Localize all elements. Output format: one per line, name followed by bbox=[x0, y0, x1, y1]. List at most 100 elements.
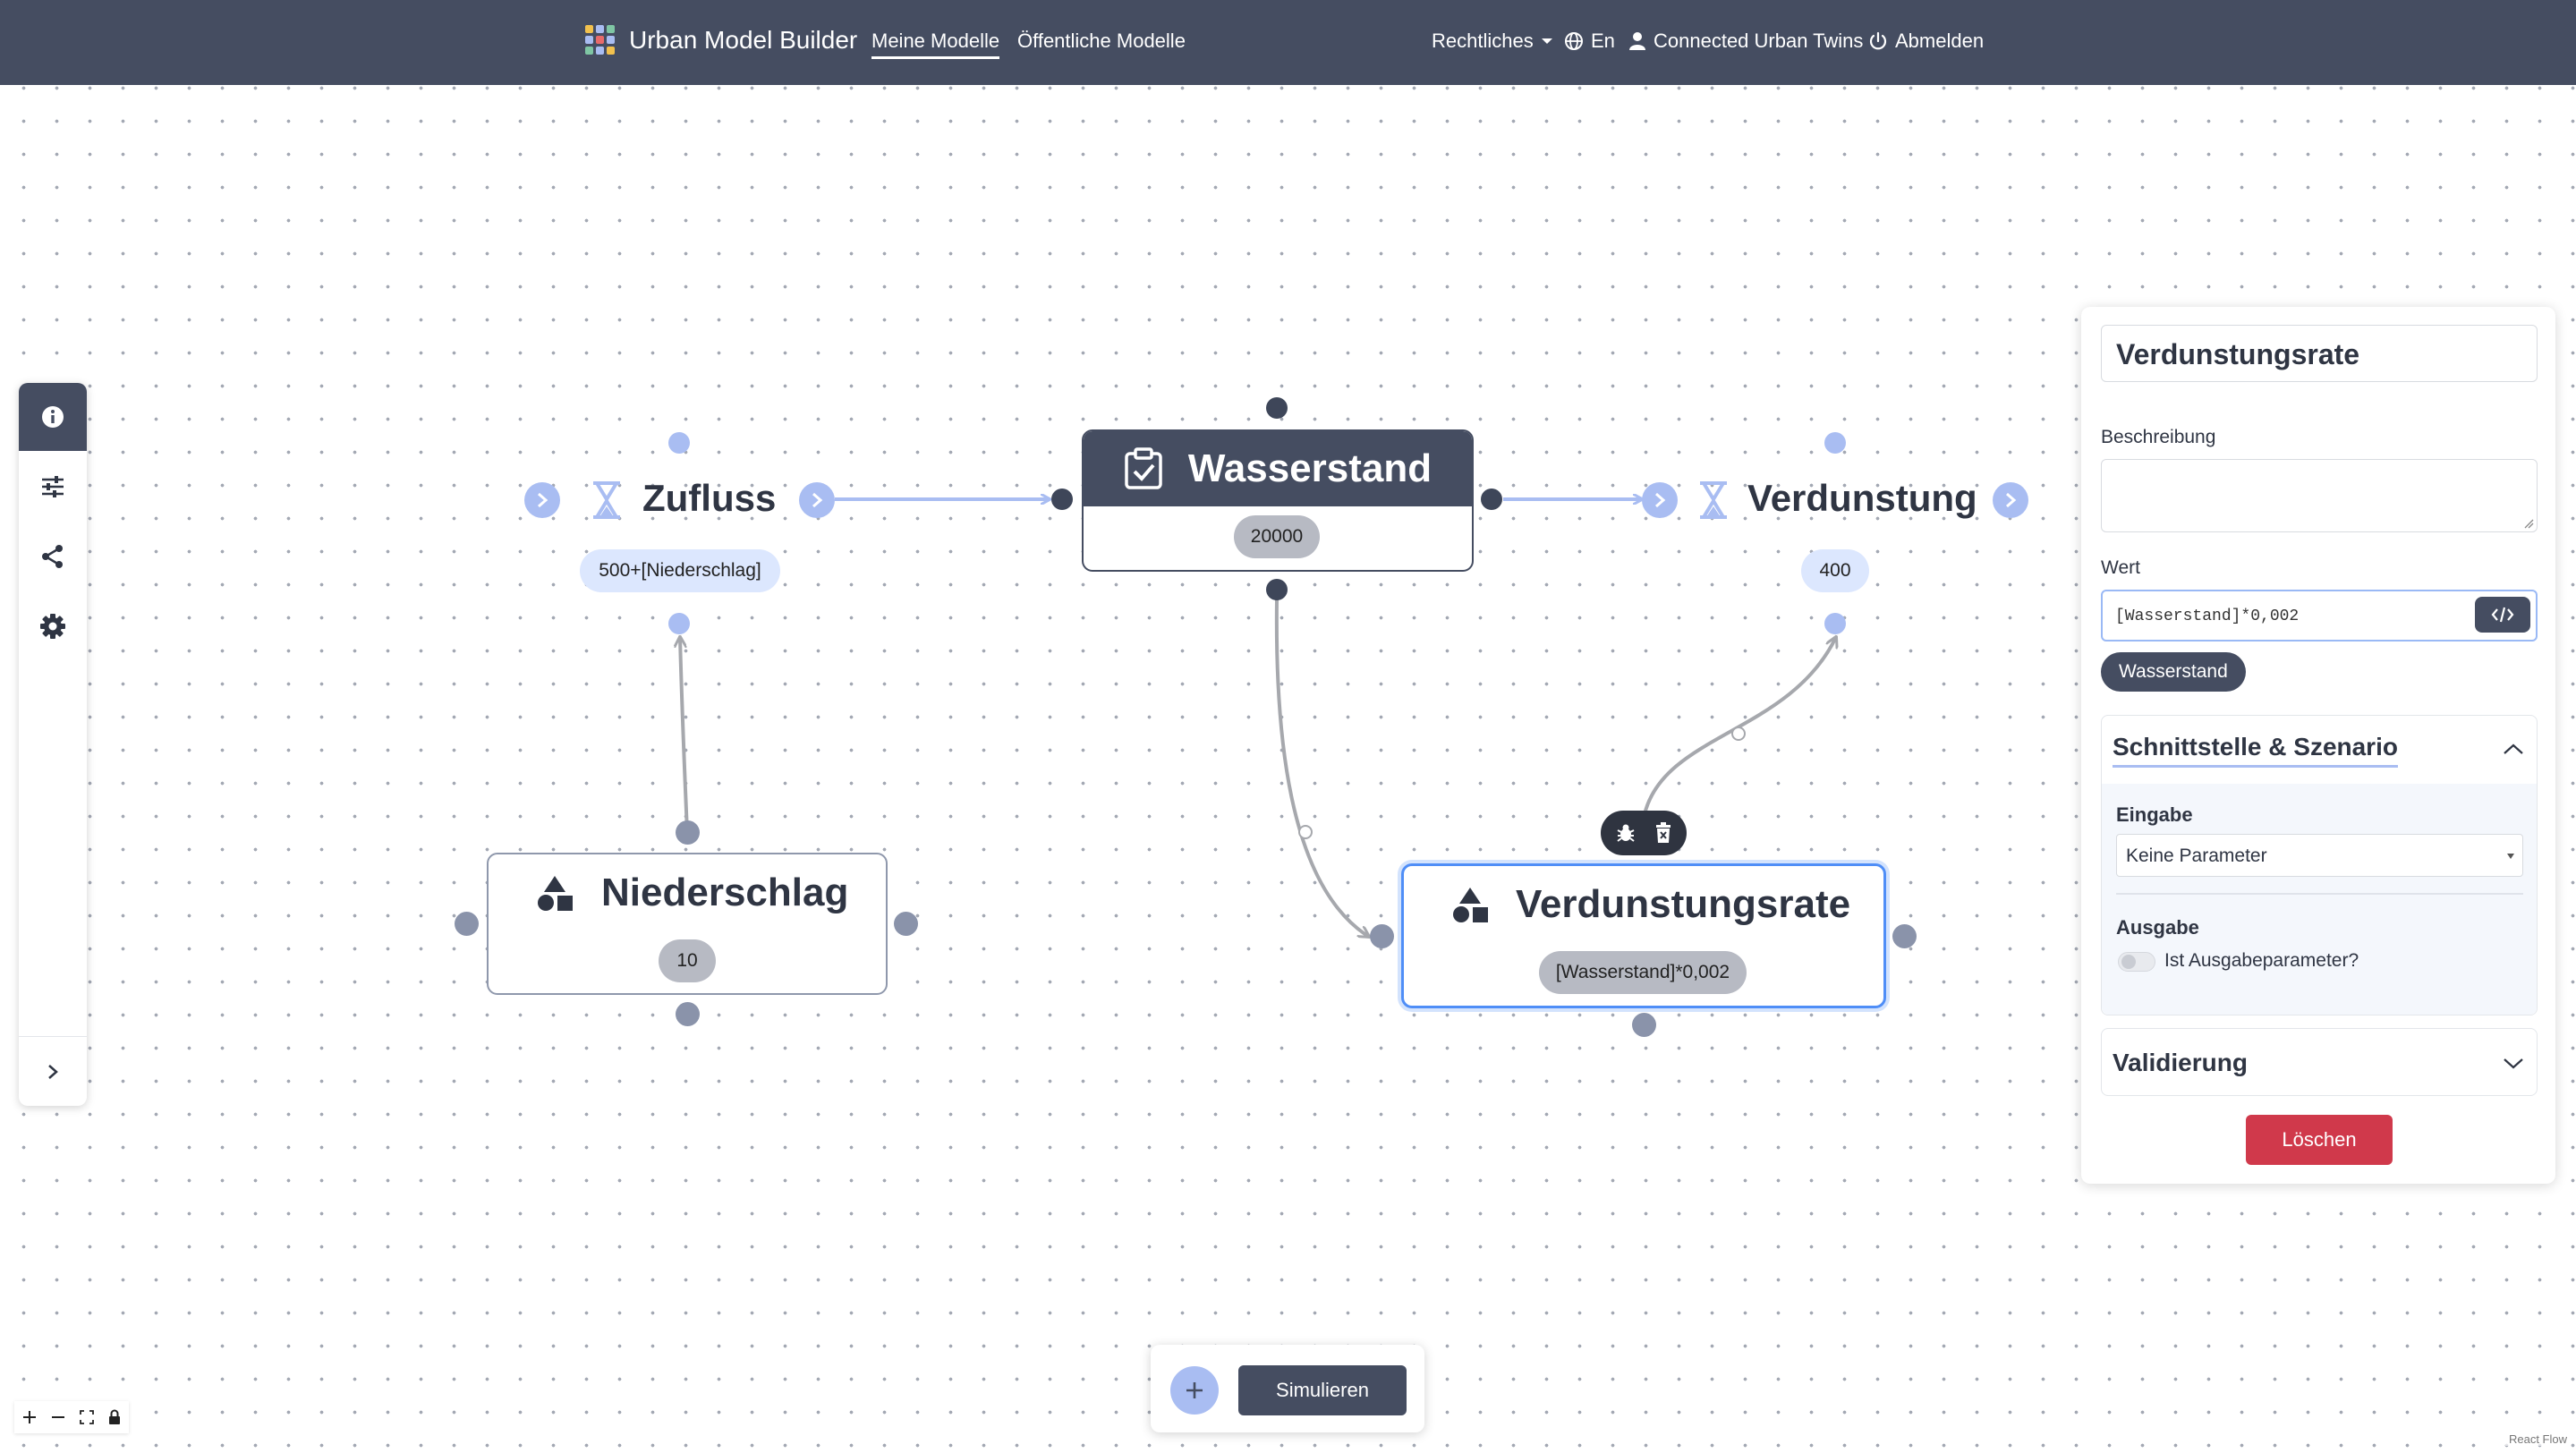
chevron-down-icon bbox=[2504, 1058, 2523, 1069]
param-handle-right-niederschlag[interactable] bbox=[894, 912, 918, 936]
input-label: Eingabe bbox=[2116, 803, 2193, 826]
description-label: Beschreibung bbox=[2101, 427, 2216, 447]
interface-scenario-body: Eingabe Keine Parameter Ausgabe Ist Ausg… bbox=[2102, 784, 2537, 1015]
link-edge-wasserstand-to-verdunstungsrate[interactable] bbox=[1274, 599, 1369, 937]
canvas-controls bbox=[14, 1401, 129, 1433]
stock-handle-bottom[interactable] bbox=[1266, 579, 1288, 600]
link-edge-verdunstungsrate-to-verdunstung[interactable] bbox=[1643, 637, 1836, 815]
bug-icon[interactable] bbox=[1615, 822, 1637, 844]
top-navbar: Urban Model Builder Meine Modelle Öffent… bbox=[0, 0, 2576, 85]
language-switch[interactable]: En bbox=[1564, 30, 1615, 53]
stock-node-value: 20000 bbox=[1234, 515, 1320, 558]
flow-output-handle-zufluss[interactable] bbox=[799, 482, 835, 518]
edge-midpoint-handle[interactable] bbox=[1298, 825, 1313, 839]
validation-header[interactable]: Validierung bbox=[2102, 1029, 2537, 1097]
flow-handle-bottom-zufluss[interactable] bbox=[668, 613, 690, 634]
properties-panel: Verdunstungsrate Beschreibung Wert [Wass… bbox=[2081, 307, 2555, 1184]
description-textarea[interactable] bbox=[2101, 459, 2538, 532]
nav-link-public-models[interactable]: Öffentliche Modelle bbox=[1017, 30, 1186, 52]
output-parameter-toggle[interactable] bbox=[2118, 952, 2155, 972]
stock-node-title: Wasserstand bbox=[1187, 446, 1433, 490]
name-input[interactable]: Verdunstungsrate bbox=[2101, 325, 2538, 382]
validation-title: Validierung bbox=[2113, 1049, 2248, 1076]
stock-handle-left[interactable] bbox=[1051, 489, 1073, 510]
flow-handle-top-zufluss[interactable] bbox=[668, 432, 690, 454]
info-tab-button[interactable] bbox=[19, 383, 87, 451]
user-name: Connected Urban Twins bbox=[1654, 30, 1864, 52]
clipboard-check-icon bbox=[1125, 447, 1162, 489]
shapes-icon bbox=[538, 876, 573, 911]
flow-input-handle-zufluss[interactable] bbox=[524, 482, 560, 518]
interface-scenario-header[interactable]: Schnittstelle & Szenario bbox=[2102, 716, 2537, 784]
zoom-in-icon[interactable] bbox=[21, 1409, 38, 1425]
parameter-node-value-niederschlag: 10 bbox=[659, 939, 716, 982]
chevron-up-icon bbox=[2504, 743, 2523, 754]
stock-handle-top[interactable] bbox=[1266, 397, 1288, 419]
value-input[interactable]: [Wasserstand]*0,002 bbox=[2101, 590, 2538, 642]
param-handle-left-verdunstungsrate[interactable] bbox=[1370, 924, 1394, 948]
fit-view-icon[interactable] bbox=[79, 1409, 95, 1425]
output-label: Ausgabe bbox=[2116, 916, 2199, 939]
chevron-right-icon bbox=[48, 1065, 58, 1079]
add-node-button[interactable] bbox=[1170, 1366, 1219, 1415]
share-icon bbox=[42, 545, 63, 568]
flow-input-handle-verdunstung[interactable] bbox=[1642, 482, 1678, 518]
parameter-node-title-verdunstungsrate: Verdunstungsrate bbox=[1516, 882, 1851, 926]
node-toolbar bbox=[1601, 811, 1687, 855]
chevron-right-icon bbox=[812, 492, 823, 508]
share-button[interactable] bbox=[19, 523, 87, 591]
user-menu[interactable]: Connected Urban Twins bbox=[1628, 30, 1863, 53]
flow-output-handle-verdunstung[interactable] bbox=[1993, 482, 2028, 518]
param-handle-right-verdunstungsrate[interactable] bbox=[1892, 924, 1917, 948]
flow-node-value-zufluss: 500+[Niederschlag] bbox=[580, 549, 780, 592]
info-icon bbox=[42, 406, 64, 428]
settings-sliders-button[interactable] bbox=[19, 453, 87, 521]
link-edge-niederschlag-to-zufluss[interactable] bbox=[680, 637, 689, 833]
validation-accordion: Validierung bbox=[2101, 1028, 2538, 1096]
caret-down-icon bbox=[2507, 854, 2514, 859]
simulate-button[interactable]: Simulieren bbox=[1238, 1365, 1407, 1415]
output-toggle-label: Ist Ausgabeparameter? bbox=[2164, 950, 2359, 971]
value-input-text: [Wasserstand]*0,002 bbox=[2115, 608, 2300, 625]
react-flow-attribution[interactable]: React Flow bbox=[2504, 1432, 2571, 1446]
hourglass-icon bbox=[1700, 481, 1727, 519]
logout-button[interactable]: Abmelden bbox=[1868, 30, 1984, 53]
param-handle-bottom-verdunstungsrate[interactable] bbox=[1632, 1013, 1656, 1037]
resize-handle-icon[interactable] bbox=[2523, 518, 2534, 529]
flow-node-title-verdunstung[interactable]: Verdunstung bbox=[1747, 477, 1977, 519]
input-select[interactable]: Keine Parameter bbox=[2116, 834, 2523, 877]
legal-dropdown[interactable]: Rechtliches bbox=[1432, 30, 1553, 53]
sliders-icon bbox=[42, 476, 64, 497]
bottom-action-bar: Simulieren bbox=[1151, 1345, 1424, 1432]
edge-midpoint-handle[interactable] bbox=[1731, 726, 1746, 741]
stock-handle-right[interactable] bbox=[1481, 489, 1502, 510]
chevron-right-icon bbox=[1655, 492, 1666, 508]
user-icon bbox=[1629, 32, 1645, 50]
language-label: En bbox=[1591, 30, 1615, 52]
parameter-node-value-verdunstungsrate: [Wasserstand]*0,002 bbox=[1539, 951, 1747, 994]
gear-button[interactable] bbox=[19, 592, 87, 660]
flow-handle-bottom-verdunstung[interactable] bbox=[1824, 613, 1846, 634]
gear-icon bbox=[40, 614, 65, 639]
flow-node-value-verdunstung: 400 bbox=[1801, 549, 1869, 592]
left-toolbar bbox=[19, 383, 87, 1106]
flow-handle-top-verdunstung[interactable] bbox=[1824, 432, 1846, 454]
reference-tag-wasserstand[interactable]: Wasserstand bbox=[2101, 652, 2246, 692]
logout-label: Abmelden bbox=[1895, 30, 1985, 52]
code-editor-button[interactable] bbox=[2475, 597, 2530, 633]
param-handle-left-niederschlag[interactable] bbox=[455, 912, 479, 936]
trash-icon[interactable] bbox=[1654, 822, 1672, 844]
shapes-icon bbox=[1453, 888, 1488, 922]
value-label: Wert bbox=[2101, 557, 2140, 578]
delete-button[interactable]: Löschen bbox=[2246, 1115, 2393, 1165]
nav-link-my-models[interactable]: Meine Modelle bbox=[871, 30, 1000, 59]
brand[interactable]: Urban Model Builder bbox=[585, 25, 857, 55]
flow-node-title-zufluss[interactable]: Zufluss bbox=[642, 477, 777, 519]
param-handle-bottom-niederschlag[interactable] bbox=[676, 1002, 700, 1026]
param-handle-top-niederschlag[interactable] bbox=[676, 820, 700, 845]
expand-sidebar-button[interactable] bbox=[19, 1038, 87, 1106]
power-icon bbox=[1869, 31, 1887, 50]
lock-icon[interactable] bbox=[107, 1409, 122, 1425]
zoom-out-icon[interactable] bbox=[50, 1409, 66, 1425]
